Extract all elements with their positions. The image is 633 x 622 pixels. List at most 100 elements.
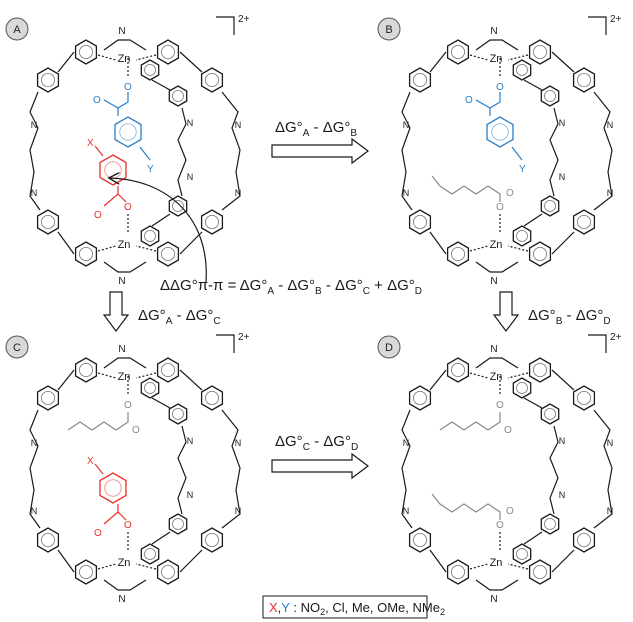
zn-bottom: Zn — [118, 557, 131, 569]
ring-inner — [104, 479, 122, 497]
ring-inner — [160, 246, 175, 261]
carbonyl — [103, 511, 119, 525]
guest-o-atom: O — [496, 520, 504, 531]
guest-carbonyl-o: O — [504, 425, 512, 436]
ring-inner — [544, 200, 556, 212]
imine-arm-right — [593, 91, 613, 211]
bond — [179, 231, 203, 255]
cap-bottom — [103, 261, 147, 273]
guest-carbonyl-o: O — [465, 95, 473, 106]
ring-inner — [451, 246, 466, 261]
imine-n: N — [31, 438, 38, 448]
ring-inner — [204, 532, 219, 547]
imine-n: N — [235, 438, 242, 448]
arrow-ab-text1: ΔG° — [275, 119, 303, 136]
guest-bottom: OOX — [87, 138, 132, 232]
substituent-x: X — [87, 456, 94, 467]
zn-bottom: Zn — [490, 239, 503, 251]
cap-bottom — [475, 579, 519, 591]
imine-n: N — [187, 490, 194, 500]
panel-badge — [377, 17, 401, 41]
ring-inner — [544, 518, 556, 530]
guest-carbonyl-o: O — [94, 210, 102, 221]
guest-bottom: OO — [431, 493, 514, 550]
carbonyl — [103, 99, 119, 109]
cap-top — [475, 357, 519, 369]
cap-n-bottom: N — [490, 594, 497, 605]
sub-bond — [511, 146, 523, 161]
guest-top: OO — [439, 376, 512, 436]
phenyl-ring — [408, 385, 432, 411]
imine-arm-right — [221, 91, 241, 211]
ring-inner — [204, 214, 219, 229]
guest-o-atom: O — [496, 82, 504, 93]
cap-n-top: N — [118, 26, 125, 37]
guest-o-atom: O — [496, 202, 504, 213]
svg-text:X,Y : NO2, Cl, Me, OMe, NMe2: X,Y : NO2, Cl, Me, OMe, NMe2 — [269, 600, 445, 617]
imine-n: N — [187, 436, 194, 446]
ester-bond — [117, 186, 127, 203]
pyridine-ring — [446, 357, 470, 383]
ring-inner — [516, 548, 528, 560]
phenyl-ring — [168, 403, 188, 425]
ring-inner — [160, 564, 175, 579]
ester-bond — [489, 92, 501, 116]
bond — [429, 369, 447, 391]
cap-n-bottom: N — [118, 594, 125, 605]
cap-bottom — [475, 261, 519, 273]
arrow-ac-text1: ΔG° — [138, 307, 166, 324]
substituent-y: Y — [519, 164, 526, 175]
bond — [429, 231, 447, 255]
ring-inner — [516, 230, 528, 242]
pyridine-ring — [140, 377, 160, 399]
n-zn-bond — [469, 372, 489, 379]
phenyl-ring — [168, 195, 188, 217]
guest-carbonyl-o: O — [94, 528, 102, 539]
pyridine-ring — [74, 39, 98, 65]
bond — [151, 397, 171, 409]
phenyl-ring — [572, 209, 596, 235]
pyridine-ring — [74, 357, 98, 383]
cap-top — [103, 39, 147, 51]
panel-label: D — [385, 342, 393, 354]
ring-inner — [172, 518, 184, 530]
ring-inner — [491, 123, 509, 141]
ring-inner — [532, 246, 547, 261]
panel-badge — [377, 335, 401, 359]
ring-inner — [144, 548, 156, 560]
ring-inner — [413, 391, 428, 406]
ring-inner — [79, 564, 94, 579]
arrow-cd-text1: ΔG° — [275, 433, 303, 450]
bond — [551, 549, 575, 573]
n-zn-bond — [135, 372, 157, 379]
n-zn-bond — [135, 54, 157, 61]
imine-arm-right — [221, 409, 241, 529]
imine-n: N — [559, 118, 566, 128]
guest-o-atom: O — [124, 82, 132, 93]
cap-top — [103, 357, 147, 369]
imine-n: N — [607, 506, 614, 516]
arrow-b-to-d: ΔG°B - ΔG°D — [492, 291, 611, 332]
sub-bond — [94, 145, 104, 157]
phenyl-ring — [572, 527, 596, 553]
zn-top: Zn — [490, 371, 503, 383]
arrow-ac-text2: - ΔG° — [172, 307, 213, 324]
n-zn-bond — [97, 245, 117, 252]
guest-top: O O Y — [465, 58, 526, 175]
arrow-cd-sub2: D — [351, 442, 358, 453]
imine-arm-right — [593, 409, 613, 529]
zn-bottom: Zn — [490, 557, 503, 569]
phenyl-ring — [200, 67, 224, 93]
arrow-bd-text1: ΔG° — [528, 307, 556, 324]
pyridine-ring — [156, 559, 180, 585]
pyridine-ring — [528, 357, 552, 383]
legend-x: X — [269, 600, 278, 615]
pyridine-ring — [512, 59, 532, 81]
pyridine-ring — [156, 241, 180, 267]
n-zn-bond — [507, 245, 529, 252]
imine-n: N — [187, 118, 194, 128]
cap-bottom — [103, 579, 147, 591]
